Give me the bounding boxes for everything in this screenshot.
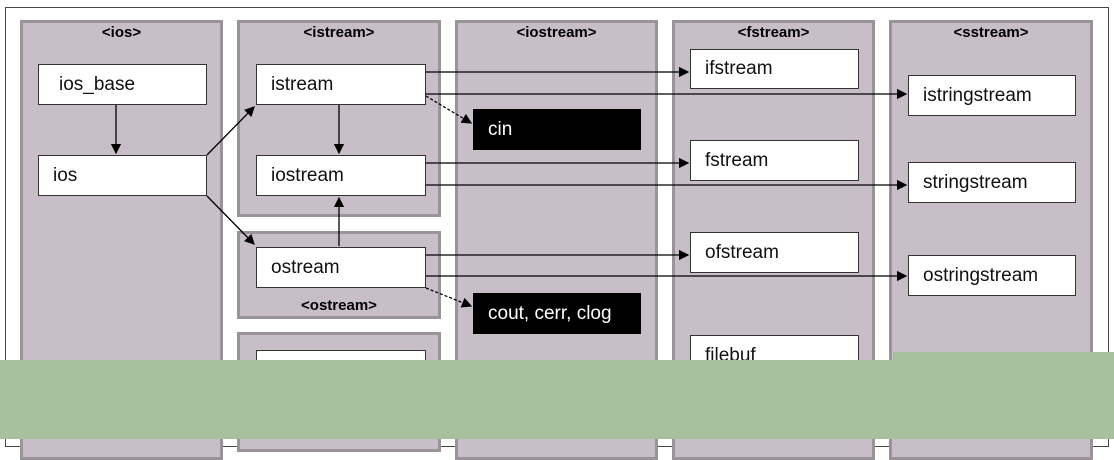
overlay-band-right <box>893 352 1114 362</box>
class-istringstream: istringstream <box>908 75 1076 116</box>
arrow-istream-to-cin <box>425 95 473 124</box>
object-cin: cin <box>473 109 641 150</box>
header-ostream: <ostream> <box>301 297 377 314</box>
object-cout-cerr-clog: cout, cerr, clog <box>473 293 641 334</box>
header-iostream: <iostream> <box>516 24 597 41</box>
overlay-band <box>0 360 1114 439</box>
arrow-ostream-to-cout <box>425 287 473 308</box>
inheritance-arrows <box>110 66 908 308</box>
header-fstream: <fstream> <box>737 24 810 41</box>
class-istream: istream <box>256 64 426 105</box>
class-ofstream: ofstream <box>690 232 859 273</box>
class-ios-base: ios_base <box>38 64 207 105</box>
class-ios: ios <box>38 155 207 196</box>
class-iostream: iostream <box>256 155 426 196</box>
header-sstream: <sstream> <box>953 24 1029 41</box>
arrow-ios-to-ostream <box>206 195 255 245</box>
class-ifstream: ifstream <box>690 49 859 89</box>
header-ios: <ios> <box>101 24 142 41</box>
header-istream: <istream> <box>303 24 375 41</box>
class-fstream: fstream <box>690 140 859 181</box>
arrow-ios-to-istream <box>206 106 255 156</box>
class-ostream: ostream <box>256 247 426 288</box>
class-stringstream: stringstream <box>908 162 1076 203</box>
class-ostringstream: ostringstream <box>908 255 1076 296</box>
